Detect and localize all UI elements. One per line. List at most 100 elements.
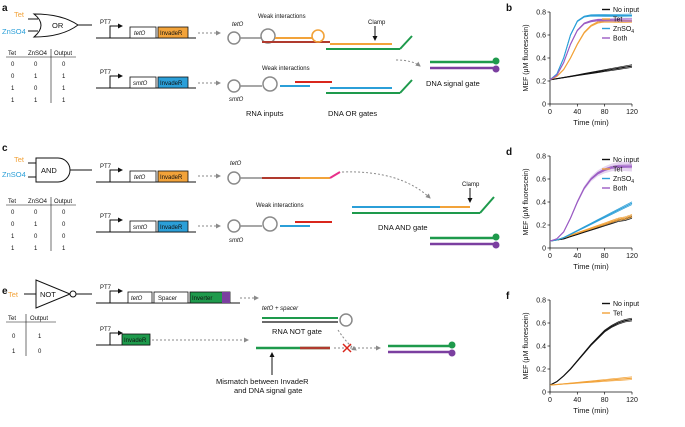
y-tick-label: 0.2 xyxy=(536,223,546,230)
tetO-box-label: tetO xyxy=(134,175,146,181)
tt-c-cell: 1 xyxy=(34,246,38,252)
y-tick-label: 0.4 xyxy=(536,200,546,207)
tetO-box xyxy=(129,26,157,39)
tt-e-cell: 0 xyxy=(38,349,42,355)
tt-c-cell: 0 xyxy=(34,210,38,216)
invader-box-label: InvadeR xyxy=(160,175,183,181)
promoter-label: PT7 xyxy=(100,327,112,333)
truth-table-e: Tet Output 0 1 1 0 xyxy=(6,314,56,356)
x-tick-label: 80 xyxy=(601,109,609,116)
promoter-label: PT7 xyxy=(100,214,112,220)
construct-a-tet: PT7 tetO InvadeR xyxy=(96,20,221,39)
panel-c: c Tet ZnSO4 AND Tet ZnSO4 Output 0 0 0 0… xyxy=(2,143,500,252)
tt-a-h3: Output xyxy=(54,51,72,57)
panel-a-input-tet: Tet xyxy=(14,10,25,19)
series-line-tet xyxy=(549,216,633,242)
dna-signal-gate-c xyxy=(430,233,500,249)
truth-table-a: Tet ZnSO4 Output 0 0 0 0 1 1 1 0 1 1 1 1 xyxy=(6,49,76,104)
x-tick-label: 120 xyxy=(626,253,638,260)
series-line-both xyxy=(549,164,633,242)
legend-label: No input xyxy=(613,7,639,14)
invader-box xyxy=(157,76,189,89)
rna-tetO-label: tetO xyxy=(230,161,242,167)
tt-c-h2: ZnSO4 xyxy=(28,199,48,205)
promoter-label: PT7 xyxy=(100,20,112,26)
series-line-znso4 xyxy=(549,202,633,242)
panel-d-letter: d xyxy=(506,147,512,158)
promoter-label: PT7 xyxy=(100,164,112,170)
spacer-box-label: Spacer xyxy=(158,296,177,302)
tt-c-h3: Output xyxy=(54,199,72,205)
invader-box xyxy=(157,220,189,233)
invader-strand-e: Mismatch between InvadeR and DNA signal … xyxy=(216,343,381,395)
weak-interactions-label: Weak interactions xyxy=(262,66,310,72)
legend-label: Tet xyxy=(613,17,622,24)
smtO-box xyxy=(129,76,157,89)
x-tick-label: 0 xyxy=(548,109,552,116)
y-tick-label: 0.4 xyxy=(536,344,546,351)
tt-a-cell: 1 xyxy=(11,86,15,92)
y-tick-label: 0.2 xyxy=(536,79,546,86)
legend-label: Tet xyxy=(613,167,622,174)
x-tick-label: 0 xyxy=(548,397,552,404)
series-line-znso4 xyxy=(549,13,633,81)
x-tick-label: 40 xyxy=(573,109,581,116)
tt-c-cell: 0 xyxy=(34,234,38,240)
tt-a-cell: 0 xyxy=(34,62,38,68)
rna-hairpin-smtO: smtO Weak interactions RNA inputs xyxy=(227,66,332,118)
tt-c-cell: 0 xyxy=(62,222,66,228)
x-axis-label: Time (min) xyxy=(573,262,609,271)
rna-not-gate-label: RNA NOT gate xyxy=(272,327,322,336)
weak-interactions-label: Weak interactions xyxy=(258,14,306,20)
dna-signal-gate-a: DNA signal gate xyxy=(426,57,500,88)
y-tick-label: 0 xyxy=(542,102,546,109)
x-tick-label: 80 xyxy=(601,253,609,260)
y-axis-label: MEF (μM fluorescein) xyxy=(523,24,530,91)
tt-a-cell: 0 xyxy=(62,62,66,68)
dna-and-gate: Clamp DNA AND gate xyxy=(341,171,495,232)
and-gate-label: AND xyxy=(41,166,57,175)
weak-interactions-label: Weak interactions xyxy=(256,203,304,209)
y-tick-label: 0.2 xyxy=(536,367,546,374)
mismatch-label-1: Mismatch between InvadeR xyxy=(216,377,309,386)
x-tick-label: 40 xyxy=(573,253,581,260)
promoter-label: PT7 xyxy=(100,70,112,76)
x-axis-label: Time (min) xyxy=(573,118,609,127)
legend-label: ZnSO4 xyxy=(613,26,634,35)
tt-a-h2: ZnSO4 xyxy=(28,51,48,57)
y-tick-label: 0.6 xyxy=(536,321,546,328)
dna-or-gates-label: DNA OR gates xyxy=(328,109,377,118)
tt-c-cell: 1 xyxy=(34,222,38,228)
tt-c-cell: 1 xyxy=(11,234,15,240)
tt-a-cell: 0 xyxy=(11,62,15,68)
invader-box-label: InvadeR xyxy=(160,225,183,231)
panel-c-letter: c xyxy=(2,143,8,154)
smtO-box-label: smtO xyxy=(133,225,148,231)
tt-a-cell: 1 xyxy=(11,98,15,104)
legend-label: ZnSO4 xyxy=(613,176,634,185)
tt-c-cell: 0 xyxy=(11,210,15,216)
dna-or-gates: Clamp DNA OR gates xyxy=(326,20,421,118)
tt-c-cell: 0 xyxy=(11,222,15,228)
smtO-box xyxy=(129,220,157,233)
series-line-no-input xyxy=(549,319,633,386)
y-tick-label: 0.6 xyxy=(536,33,546,40)
series-line-tet xyxy=(549,376,633,386)
tetO-box xyxy=(127,291,153,304)
x-tick-label: 80 xyxy=(601,397,609,404)
rna-smtO-label: smtO xyxy=(229,238,244,244)
tt-c-cell: 0 xyxy=(62,210,66,216)
y-tick-label: 0 xyxy=(542,246,546,253)
y-tick-label: 0.6 xyxy=(536,177,546,184)
series-line-no-input xyxy=(549,317,633,386)
tt-a-h1: Tet xyxy=(8,51,16,57)
legend-label: No input xyxy=(613,301,639,308)
tetO-box xyxy=(129,170,157,183)
y-axis-label: MEF (μM fluorescein) xyxy=(523,312,530,379)
invader-box xyxy=(157,26,189,39)
truth-table-c: Tet ZnSO4 Output 0 0 0 0 1 0 1 0 0 1 1 1 xyxy=(6,197,76,252)
tt-e-cell: 1 xyxy=(38,334,42,340)
